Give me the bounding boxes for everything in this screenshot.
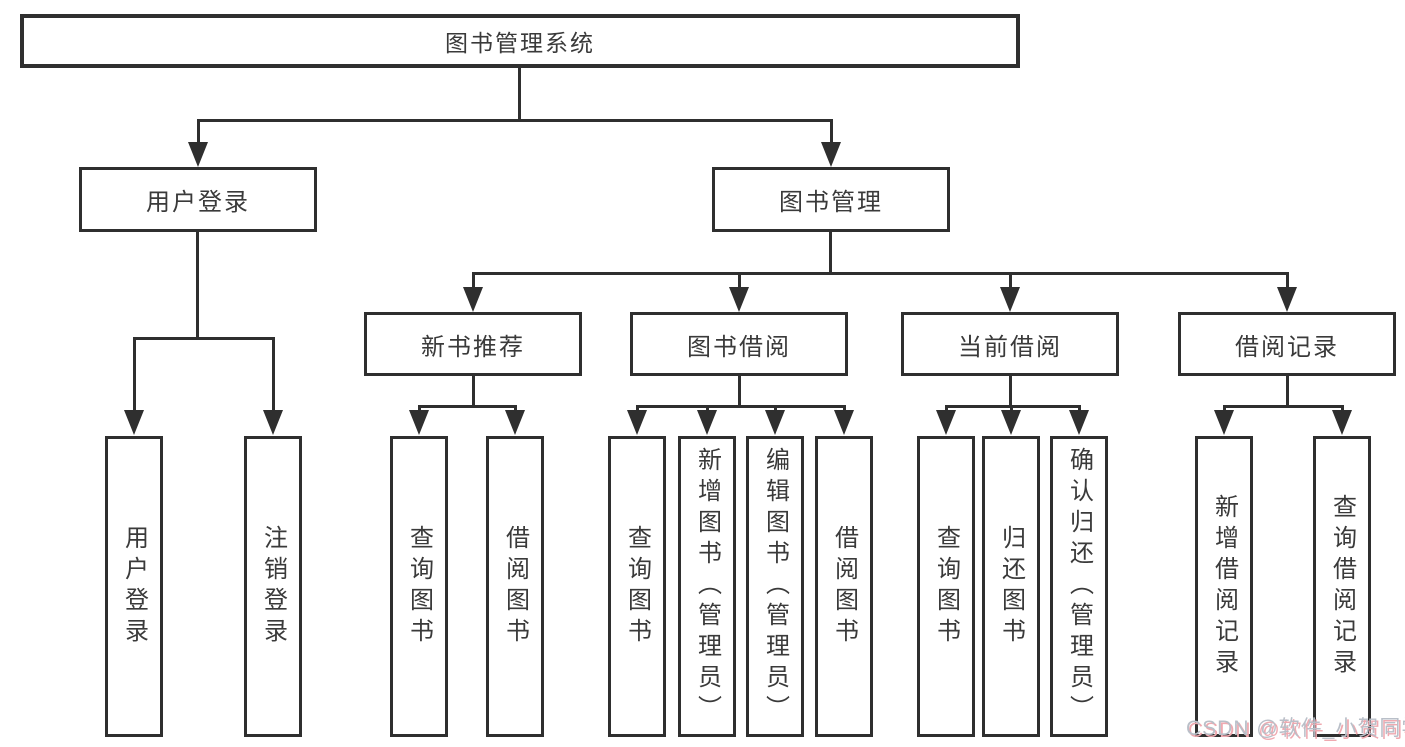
connector-recommend-stem [472,373,475,408]
node-book-borrow: 图书借阅 [630,312,848,376]
arrow-to-new-book-recommend [463,272,483,312]
connector-recommend-rail [418,405,517,408]
arrow-to-leaf-borrow-books-2 [834,405,854,435]
arrow-to-leaf-borrow-books-1 [505,405,525,435]
leaf-add-book-admin: 新增图书（管理员） [678,436,736,737]
leaf-confirm-return-admin: 确认归还（管理员） [1050,436,1108,737]
leaf-query-books-3: 查询图书 [917,436,975,737]
arrow-to-book-management [821,119,841,167]
arrow-to-book-borrow [729,272,749,312]
connector-root-stem [518,64,521,120]
node-book-management: 图书管理 [712,167,950,232]
leaf-edit-book-admin: 编辑图书（管理员） [746,436,804,737]
arrow-to-leaf-user-login [124,337,144,435]
leaf-logout: 注销登录 [244,436,302,737]
connector-borrow-rail [636,405,846,408]
leaf-return-book: 归还图书 [982,436,1040,737]
connector-level1-rail [197,119,832,122]
arrow-to-leaf-query-record [1332,405,1352,435]
arrow-to-user-login [188,119,208,167]
arrow-to-leaf-add-book [697,405,717,435]
connector-user-stem [196,229,199,339]
connector-borrow-stem [738,373,741,408]
arrow-to-leaf-query-books-3 [936,405,956,435]
leaf-user-login: 用户登录 [105,436,163,737]
connector-mgmt-stem [829,229,832,275]
node-library-system: 图书管理系统 [20,14,1020,68]
leaf-query-borrow-record: 查询借阅记录 [1313,436,1371,737]
node-new-book-recommend: 新书推荐 [364,312,582,376]
arrow-to-leaf-query-books-2 [627,405,647,435]
arrow-to-leaf-query-books-1 [409,405,429,435]
leaf-borrow-books-1: 借阅图书 [486,436,544,737]
arrow-to-current-borrow [1000,272,1020,312]
leaf-borrow-books-2: 借阅图书 [815,436,873,737]
arrow-to-leaf-confirm-return [1069,405,1089,435]
node-borrow-records: 借阅记录 [1178,312,1396,376]
node-user-login: 用户登录 [79,167,317,232]
arrow-to-leaf-logout [263,337,283,435]
connector-records-rail [1223,405,1344,408]
leaf-add-borrow-record: 新增借阅记录 [1195,436,1253,737]
connector-current-rail [945,405,1081,408]
leaf-query-books-2: 查询图书 [608,436,666,737]
arrow-to-leaf-add-record [1214,405,1234,435]
csdn-watermark: CSDN @软件_小贺同学 [1186,717,1405,740]
arrow-to-leaf-edit-book [765,405,785,435]
connector-current-stem [1009,373,1012,408]
leaf-query-books-1: 查询图书 [390,436,448,737]
arrow-to-leaf-return-book [1001,405,1021,435]
arrow-to-borrow-records [1277,272,1297,312]
connector-records-stem [1286,373,1289,408]
connector-user-rail [133,337,275,340]
node-current-borrow: 当前借阅 [901,312,1119,376]
connector-level2-rail [472,272,1289,275]
